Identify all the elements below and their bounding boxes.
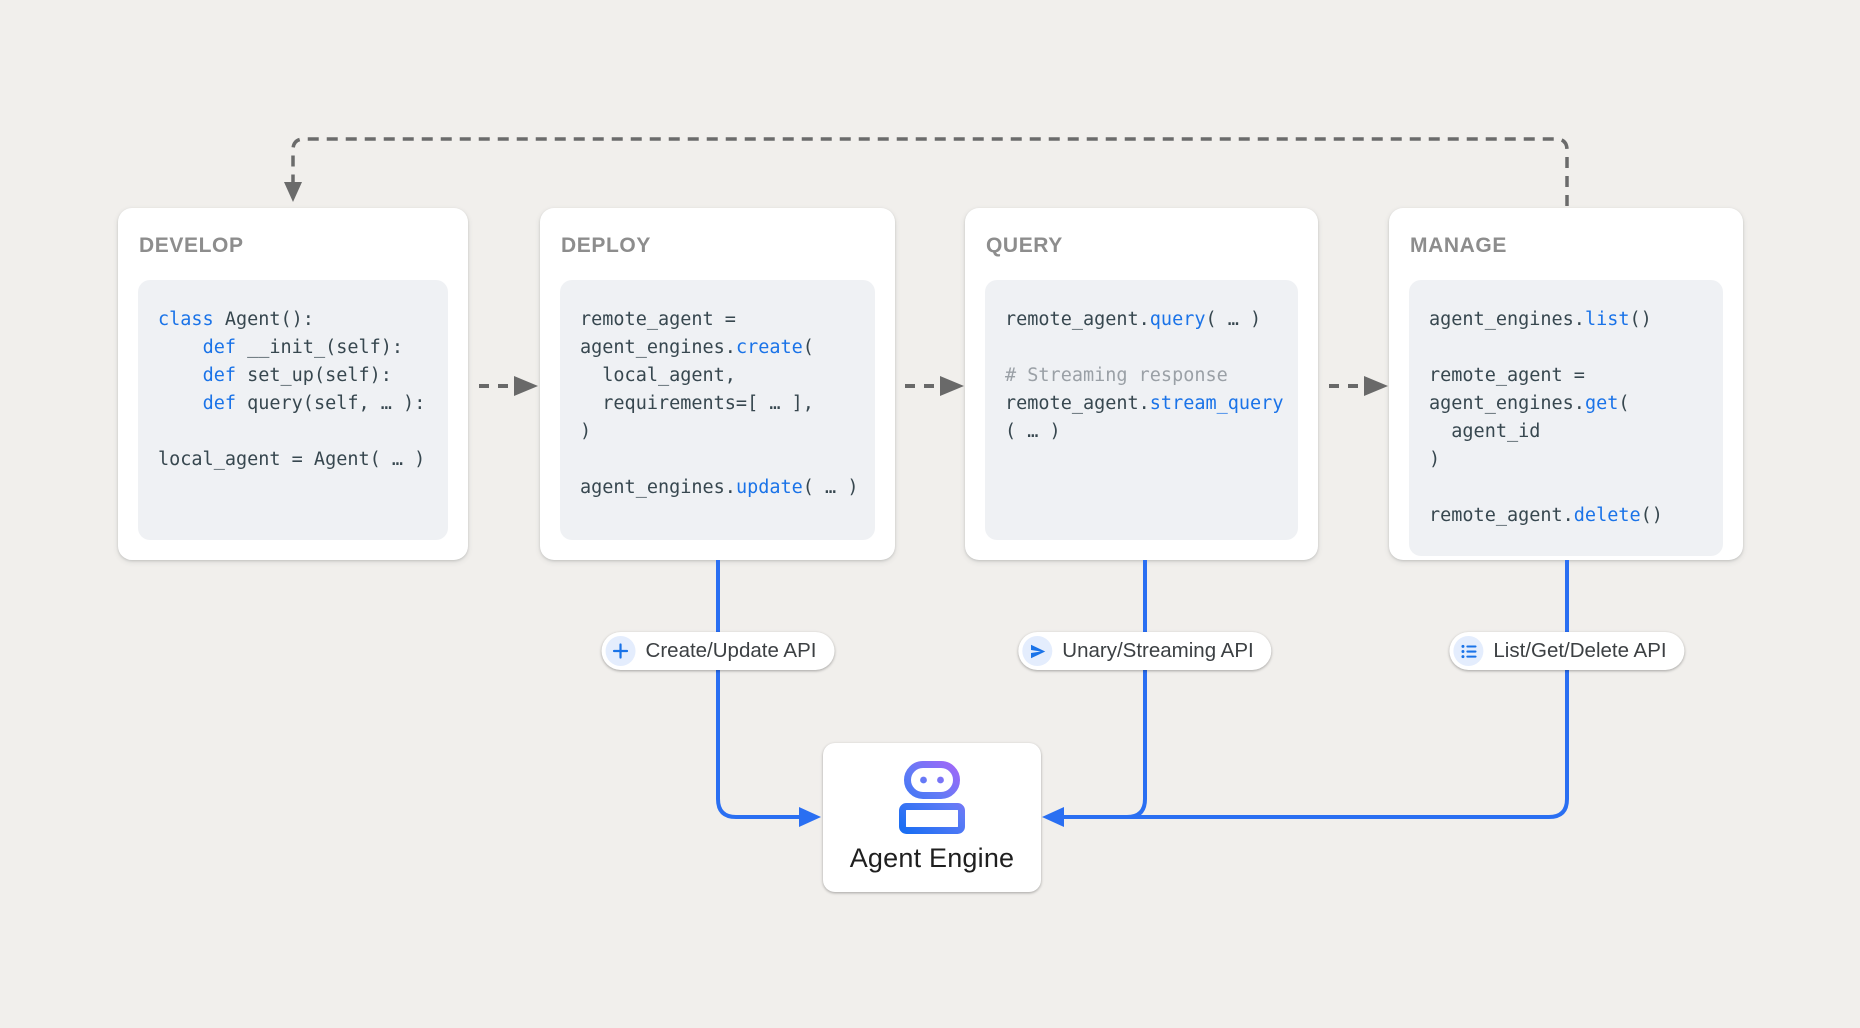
code-line: remote_agent.query( … ) [1005, 309, 1262, 330]
manage-card-title: MANAGE [1410, 234, 1507, 257]
code-line: def set_up(self): [202, 365, 392, 386]
agent-engine-card: Agent Engine [823, 743, 1041, 892]
code-line: def __init_(self): [202, 337, 404, 358]
query-code-block: remote_agent.query( … ) # Streaming resp… [985, 280, 1298, 540]
develop-card-title: DEVELOP [139, 234, 244, 257]
robot-icon [899, 761, 965, 834]
pill-label: Create/Update API [645, 639, 817, 662]
code-line: class Agent(): [158, 309, 314, 330]
feedback-loop-arrowhead [284, 182, 302, 202]
list-get-delete-api-pill: List/Get/Delete API [1449, 632, 1685, 670]
plus-icon [605, 636, 636, 666]
code-line: agent_engines.update( … ) [580, 477, 859, 498]
query-card-title: QUERY [986, 234, 1063, 257]
query-to-engine-line [1098, 560, 1147, 819]
code-line: local_agent = Agent( … ) [158, 449, 426, 470]
code-line: agent_id [1429, 421, 1541, 442]
code-line: remote_agent.stream_query [1005, 393, 1284, 414]
unary-streaming-api-pill: Unary/Streaming API [1018, 632, 1272, 670]
code-line [580, 446, 855, 474]
pill-label: List/Get/Delete API [1493, 639, 1667, 662]
code-line: remote_agent = [1429, 365, 1585, 386]
code-line: def query(self, … ): [202, 393, 426, 414]
deploy-card: DEPLOY remote_agent = agent_engines.creat… [540, 208, 895, 560]
code-line: remote_agent.delete() [1429, 505, 1663, 526]
create-update-api-pill: Create/Update API [601, 632, 835, 670]
deploy-to-engine-line [716, 560, 799, 819]
deploy-code-block: remote_agent = agent_engines.create( loca… [560, 280, 875, 540]
agent-engine-label: Agent Engine [849, 843, 1015, 873]
code-line [1429, 474, 1703, 502]
list-icon [1453, 636, 1484, 666]
code-line: # Streaming response [1005, 365, 1228, 386]
code-line: requirements=[ … ], [580, 393, 814, 414]
deploy-card-title: DEPLOY [561, 234, 651, 257]
pill-label: Unary/Streaming API [1062, 639, 1254, 662]
code-line: agent_engines.create( [580, 337, 814, 358]
develop-to-deploy-dashed-arrow [479, 376, 538, 396]
code-line: ) [580, 421, 592, 442]
code-line: remote_agent = [580, 309, 736, 330]
deploy-to-query-dashed-arrow [905, 376, 964, 396]
code-line: local_agent, [580, 365, 736, 386]
query-to-manage-dashed-arrow [1329, 376, 1388, 396]
develop-card: DEVELOP class Agent(): def __init_(self)… [118, 208, 468, 560]
engine-left-arrowhead [799, 807, 821, 827]
send-icon [1022, 636, 1053, 666]
feedback-loop-dashed-line [291, 137, 1569, 206]
code-line: ( … ) [1005, 421, 1061, 442]
code-line: ) [1429, 449, 1441, 470]
code-line: agent_engines.list() [1429, 309, 1652, 330]
engine-right-arrowhead [1042, 807, 1064, 827]
code-line [158, 418, 428, 446]
query-card: QUERY remote_agent.query( … ) # Streamin… [965, 208, 1318, 560]
code-line: agent_engines.get( [1429, 393, 1630, 414]
manage-to-engine-line [1064, 560, 1569, 819]
code-line [1429, 334, 1703, 362]
manage-card: MANAGE agent_engines.list() remote_agent… [1389, 208, 1743, 560]
code-line [1005, 334, 1278, 362]
develop-code-block: class Agent(): def __init_(self): def se… [138, 280, 448, 540]
manage-code-block: agent_engines.list() remote_agent = agent… [1409, 280, 1723, 556]
